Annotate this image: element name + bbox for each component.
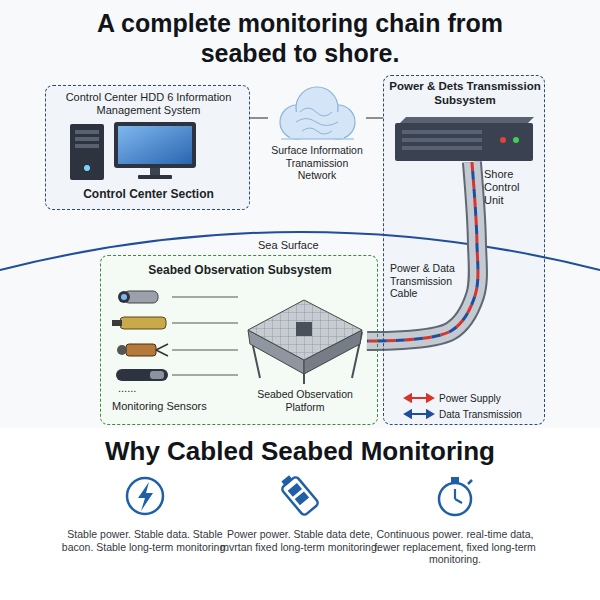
bottom-panel [0, 428, 600, 600]
page-title: A complete monitoring chain from seabed … [80, 8, 520, 68]
legend-swatch [405, 395, 433, 402]
ellipsis-label: ...... [118, 382, 178, 395]
legend-arrow [403, 393, 435, 403]
link-line [250, 117, 268, 118]
sensor-camera [118, 291, 158, 303]
platform-node: Seabed Observation Platform [243, 296, 367, 421]
legend-arrow [403, 409, 435, 419]
benefit-text: Continuous power. real-time data, fewer … [370, 528, 540, 566]
sensor-hydrophone [117, 344, 168, 356]
legend-swatch [405, 411, 433, 418]
server-node: Shore Control Unit [396, 124, 534, 162]
box-label: Seabed Observation Platform [243, 388, 367, 413]
panel-box: Seabed Observation SubsystemSeabed Obser… [100, 255, 378, 425]
observation-platform [248, 300, 362, 384]
network-link [250, 118, 268, 119]
box-label: Control Center Section [51, 187, 246, 201]
box-label: Power & Dets Transmission Subsystem [388, 80, 542, 108]
panel-ground [383, 75, 545, 425]
legend-label: Data Transmission [439, 409, 522, 420]
data-icon [278, 472, 320, 516]
box-label: Shore Control Unit [484, 168, 536, 208]
section-heading: Why Cabled Seabed Monitoring [10, 436, 590, 467]
legend-label: Power Supply [439, 393, 501, 404]
link-line [366, 117, 383, 118]
legend-row: Data Transmission [403, 406, 522, 422]
computer-tower [70, 124, 104, 180]
clock-icon [439, 477, 472, 515]
legend: Power SupplyData Transmission [403, 390, 522, 422]
surface-label: Sea Surface [258, 239, 348, 252]
sensor-cylinder [116, 369, 168, 381]
panel-box: Control Center HDD 6 Information Managem… [45, 85, 250, 210]
legend-row: Power Supply [403, 390, 522, 406]
cloud-node: Surface Information Tranamission Network [268, 88, 366, 193]
network-link [366, 118, 383, 119]
sensor-probe [112, 317, 166, 329]
benefit-text: Stable power. Stable data. Stable bacon.… [60, 528, 230, 553]
computer-monitor [114, 122, 196, 179]
cable-label: Power & Data Transmission Cable [390, 262, 460, 300]
server-unit [395, 117, 534, 161]
box-heading: Control Center HDD 6 Information Managem… [51, 91, 246, 117]
power-icon [127, 478, 163, 514]
panel-box: Power & Dets Transmission SubsystemShore… [383, 75, 545, 425]
sensor-wires [172, 297, 238, 375]
panel-ground [45, 85, 250, 210]
cloud-network [280, 87, 355, 139]
panel-ground [100, 255, 378, 425]
box-label: Surface Information Tranamission Network [268, 144, 366, 182]
benefit-text: Power power. Stable data dete, mvrtan fi… [215, 528, 385, 553]
group-label: Monitoring Sensors [112, 400, 224, 413]
box-label: Seabed Observation Subsystem [105, 263, 375, 277]
